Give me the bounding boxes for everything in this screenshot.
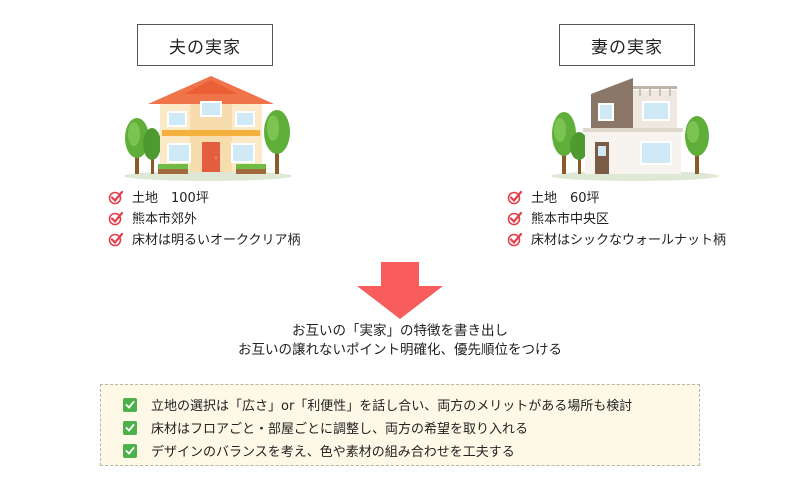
tree-icon [685,116,709,174]
list-item: 床材はシックなウォールナット柄 [507,228,726,249]
checkmark-red-icon [108,211,124,225]
tip-text: 立地の選択は「広さ」or「利便性」を話し合い、両方のメリットがある場所も検討 [151,399,633,414]
checkbox-green-icon [123,420,137,435]
summary-message: お互いの「実家」の特徴を書き出し お互いの譲れないポイント明確化、優先順位をつけ… [0,322,800,360]
husband-house-illustration [124,76,292,181]
down-arrow-icon [357,262,443,319]
summary-line-1: お互いの「実家」の特徴を書き出し [292,323,508,339]
list-item: デザインのバランスを考え、色や素材の組み合わせを工夫する [123,439,699,462]
summary-line-2: お互いの譲れないポイント明確化、優先順位をつける [238,342,562,358]
tips-box: 立地の選択は「広さ」or「利便性」を話し合い、両方のメリットがある場所も検討 床… [100,384,700,466]
feature-text: 土地 60坪 [531,191,600,206]
checkmark-red-icon [108,232,124,246]
checkbox-green-icon [123,397,137,412]
tree-icon [552,112,588,174]
checkmark-red-icon [507,232,523,246]
wife-house-illustration [551,78,719,181]
husband-home-title-text: 夫の実家 [169,37,241,58]
checkmark-red-icon [507,190,523,204]
wife-home-features: 土地 60坪 熊本市中央区 床材はシックなウォールナット柄 [507,186,726,249]
list-item: 床材は明るいオーククリア柄 [108,228,300,249]
feature-text: 床材はシックなウォールナット柄 [531,233,727,248]
feature-text: 熊本市中央区 [531,212,610,227]
tips-list: 立地の選択は「広さ」or「利便性」を話し合い、両方のメリットがある場所も検討 床… [123,393,699,462]
feature-text: 床材は明るいオーククリア柄 [132,233,301,248]
wife-home-title-text: 妻の実家 [591,37,663,58]
husband-home-features: 土地 100坪 熊本市郊外 床材は明るいオーククリア柄 [108,186,300,249]
checkmark-red-icon [507,211,523,225]
tip-text: デザインのバランスを考え、色や素材の組み合わせを工夫する [151,445,515,460]
tree-icon [125,118,161,174]
list-item: 立地の選択は「広さ」or「利便性」を話し合い、両方のメリットがある場所も検討 [123,393,699,416]
list-item: 床材はフロアごと・部屋ごとに調整し、両方の希望を取り入れる [123,416,699,439]
feature-text: 土地 100坪 [132,191,209,206]
feature-text: 熊本市郊外 [132,212,198,227]
tree-icon [264,110,290,174]
checkbox-green-icon [123,443,137,458]
list-item: 土地 100坪 [108,186,300,207]
tip-text: 床材はフロアごと・部屋ごとに調整し、両方の希望を取り入れる [151,422,529,437]
list-item: 土地 60坪 [507,186,726,207]
list-item: 熊本市郊外 [108,207,300,228]
wife-home-title: 妻の実家 [559,24,695,66]
list-item: 熊本市中央区 [507,207,726,228]
husband-home-title: 夫の実家 [137,24,273,66]
checkmark-red-icon [108,190,124,204]
